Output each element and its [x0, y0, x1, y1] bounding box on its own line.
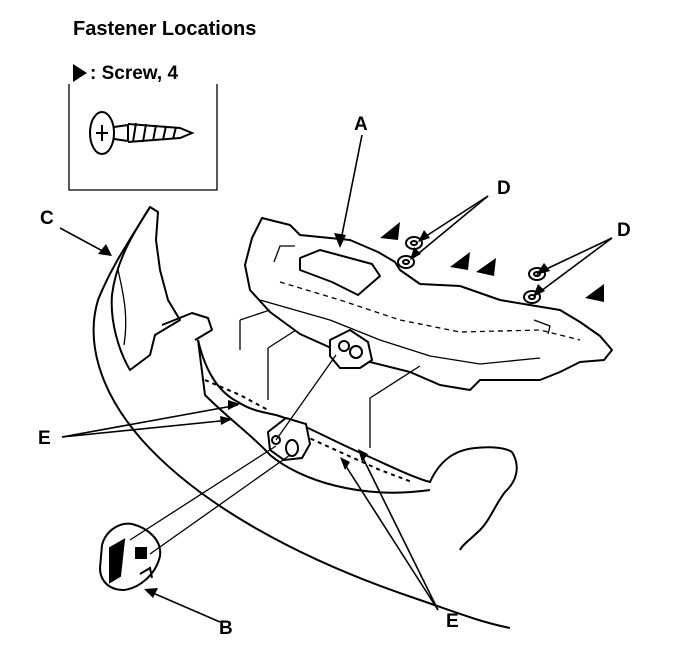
callout-e-left: E: [38, 428, 51, 449]
screw-marker-1: [380, 222, 400, 240]
shield-mount-boss: [329, 328, 374, 369]
legend-box: [68, 84, 218, 191]
upper-splash-shield: [244, 217, 613, 391]
callout-b: B: [219, 618, 233, 639]
bumper-beam: [197, 339, 518, 551]
callout-d-lower: D: [617, 220, 631, 241]
bumper-cover: [92, 206, 511, 629]
screw-marker-3: [476, 258, 496, 276]
screw-legend: : Screw, 4: [73, 63, 178, 85]
screw-legend-text: : Screw, 4: [90, 63, 179, 84]
screw-location-markers: [380, 222, 604, 302]
diagram-title: Fastener Locations: [73, 18, 257, 40]
screw-icon: [89, 111, 195, 155]
leader-lines: [59, 134, 613, 623]
emblem: [98, 522, 162, 592]
screw-triangle-icon: [73, 64, 87, 82]
screw-marker-2: [450, 252, 470, 270]
callout-a: A: [354, 114, 368, 135]
alignment-lines: [129, 309, 421, 555]
clip-d-fasteners: [397, 236, 546, 304]
callout-e-bottom: E: [446, 611, 459, 632]
callout-d-upper: D: [497, 178, 511, 199]
callout-c: C: [40, 208, 54, 229]
emblem-mount: [266, 416, 312, 462]
screw-marker-4: [585, 284, 604, 302]
leader-arrowheads: [98, 230, 550, 598]
